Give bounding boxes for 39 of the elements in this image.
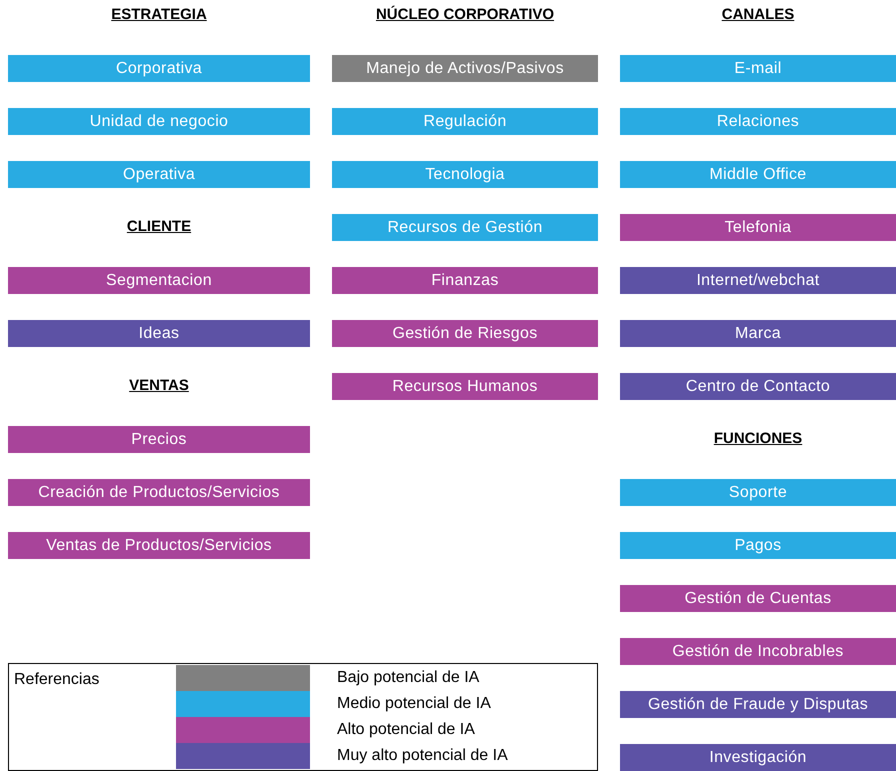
category-bar: Recursos Humanos bbox=[332, 373, 598, 400]
category-bar: Gestión de Cuentas bbox=[620, 585, 896, 612]
category-bar: Telefonia bbox=[620, 214, 896, 241]
legend-text: Muy alto potencial de IA bbox=[337, 746, 508, 766]
section-heading: NÚCLEO CORPORATIVO bbox=[376, 4, 554, 26]
category-bar: Ventas de Productos/Servicios bbox=[8, 532, 310, 559]
category-bar: Unidad de negocio bbox=[8, 108, 310, 135]
legend-text: Medio potencial de IA bbox=[337, 694, 491, 714]
category-bar: Internet/webchat bbox=[620, 267, 896, 294]
category-bar: Soporte bbox=[620, 479, 896, 506]
section-heading: ESTRATEGIA bbox=[111, 5, 207, 26]
category-bar: Corporativa bbox=[8, 55, 310, 82]
section-heading: CANALES bbox=[722, 5, 794, 26]
category-bar: Finanzas bbox=[332, 267, 598, 294]
category-bar: Operativa bbox=[8, 161, 310, 188]
category-bar: Gestión de Fraude y Disputas bbox=[620, 691, 896, 718]
category-bar: Middle Office bbox=[620, 161, 896, 188]
section-heading: VENTAS bbox=[129, 376, 189, 396]
category-bar: Segmentacion bbox=[8, 267, 310, 294]
legend-text: Bajo potencial de IA bbox=[337, 668, 480, 688]
category-bar: Precios bbox=[8, 426, 310, 453]
category-bar: Gestión de Riesgos bbox=[332, 320, 598, 347]
category-bar: Pagos bbox=[620, 532, 896, 559]
category-bar: Regulación bbox=[332, 108, 598, 135]
section-heading: FUNCIONES bbox=[714, 429, 802, 450]
category-bar: Gestión de Incobrables bbox=[620, 638, 896, 665]
category-bar: Marca bbox=[620, 320, 896, 347]
category-bar: Creación de Productos/Servicios bbox=[8, 479, 310, 506]
section-heading: CLIENTE bbox=[126, 217, 192, 238]
legend-text: Alto potencial de IA bbox=[337, 720, 475, 740]
category-bar: Centro de Contacto bbox=[620, 373, 896, 400]
category-bar: Manejo de Activos/Pasivos bbox=[332, 55, 598, 82]
category-bar: Ideas bbox=[8, 320, 310, 347]
category-bar: E-mail bbox=[620, 55, 896, 82]
category-bar: Recursos de Gestión bbox=[332, 214, 598, 241]
category-bar: Tecnologia bbox=[332, 161, 598, 188]
category-bar: Relaciones bbox=[620, 108, 896, 135]
legend-title: Referencias bbox=[14, 670, 100, 690]
category-bar: Investigación bbox=[620, 744, 896, 771]
